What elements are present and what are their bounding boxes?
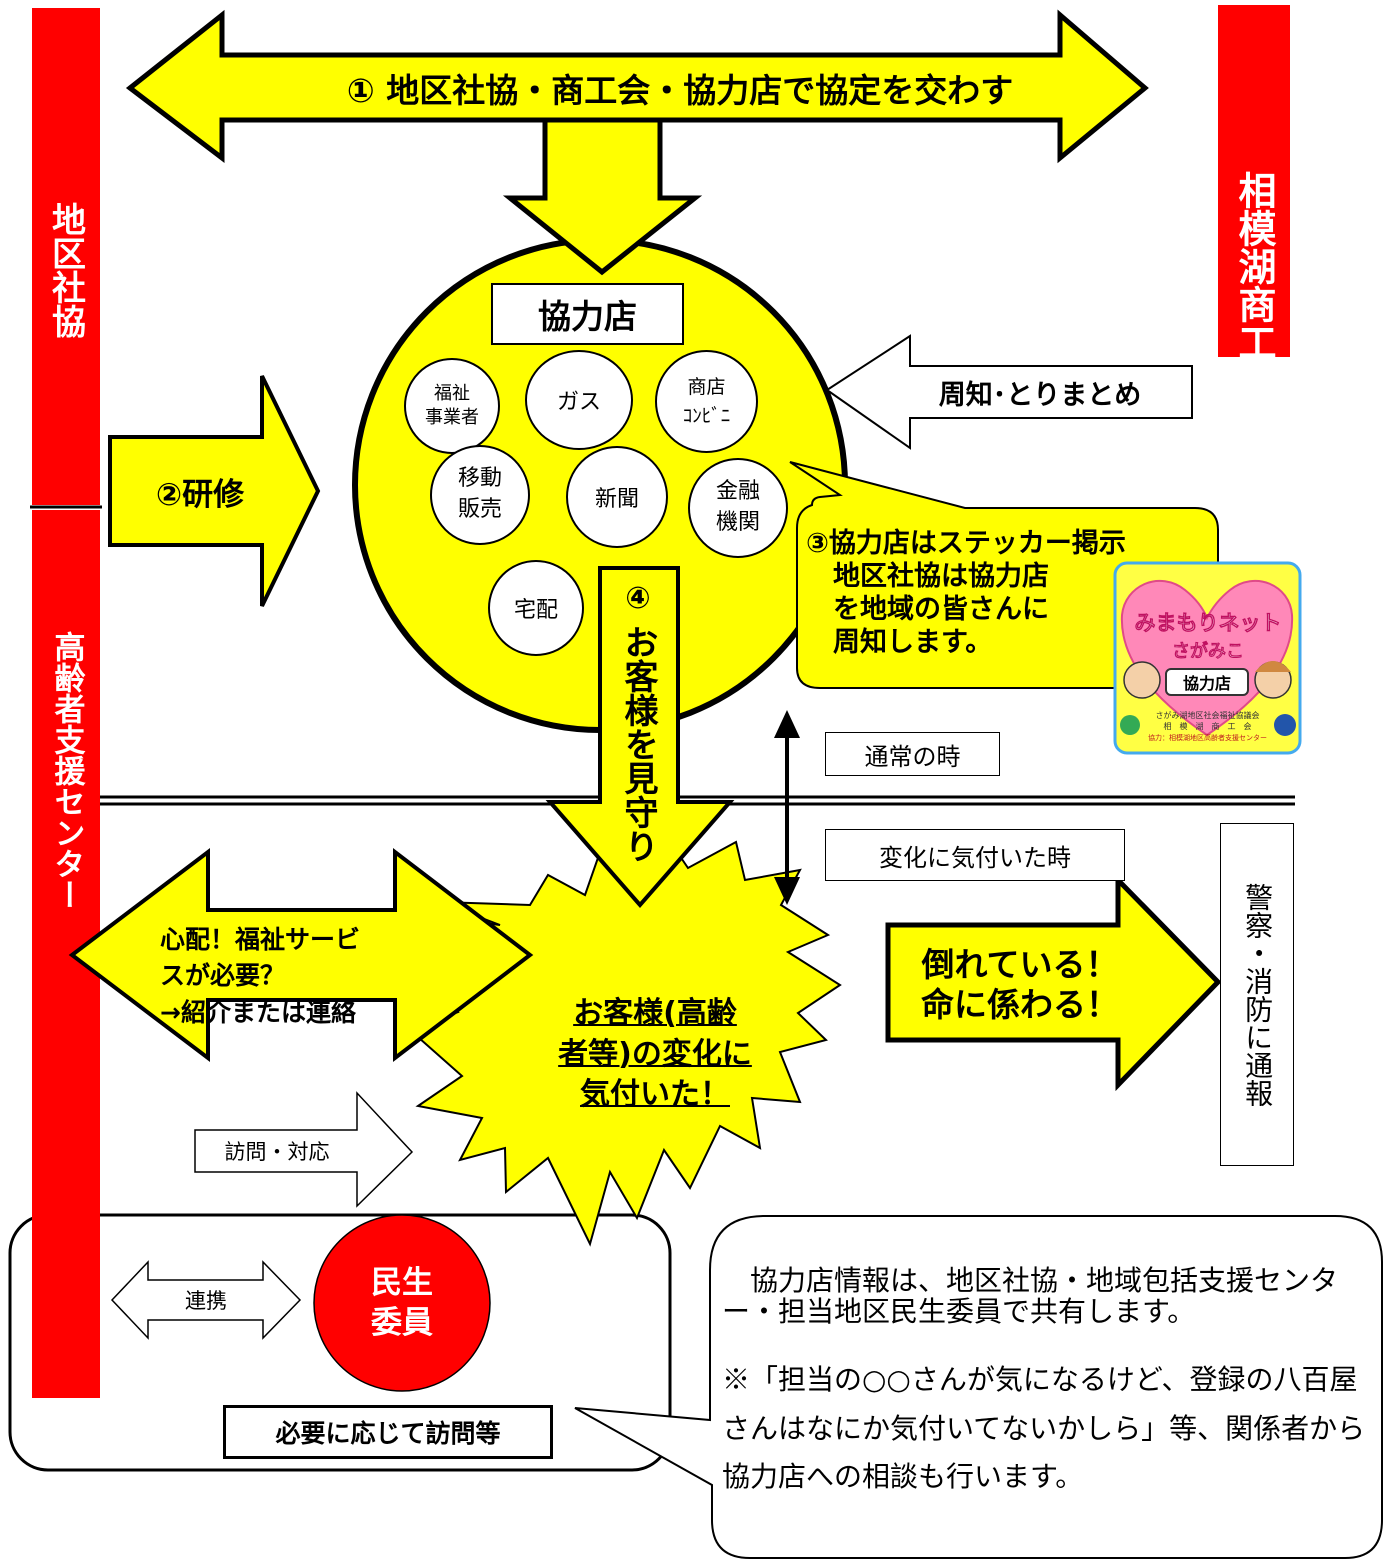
visit-arrow: [194, 1091, 414, 1208]
down-arrow-to-circle: [502, 117, 703, 276]
change-time-label: 変化に気付いた時: [825, 829, 1125, 881]
agreement-label: ① 地区社協・商工会・協力店で協定を交わす: [346, 71, 1014, 110]
left-bar-top: [32, 8, 100, 505]
sticker-badge: 協力店: [1165, 668, 1249, 696]
watch-label: お客様を見守り: [618, 625, 658, 863]
welfare-double-arrow: [68, 847, 534, 1063]
sticker-callout-text: ③協力店はステッカー掲示 地区社協は協力店 を地域の皆さんに 周知します。: [806, 528, 1126, 658]
sticker-subtitle: さがみこ: [1172, 641, 1245, 663]
left-bar-top-label: 地区社協: [45, 202, 86, 338]
circle-title: 協力店: [491, 283, 684, 345]
minsei-visit-box: 必要に応じて訪問等: [223, 1405, 553, 1459]
sticker-title: みまもりネット: [1134, 611, 1282, 636]
agreement-double-arrow: [125, 9, 1149, 164]
shop-store: 商店 ｺﾝﾋﾞﾆ: [655, 350, 758, 453]
notice-label: 周知･とりまとめ: [938, 380, 1142, 411]
minsei-circle: [313, 1214, 491, 1392]
sticker-org1: さがみ湖地区社会福祉協議会: [1155, 710, 1260, 720]
shop-newspaper: 新聞: [566, 446, 668, 548]
watch-number: ④: [625, 580, 651, 616]
sticker-org3: 協力：相模湖地区高齢者支援センター: [1148, 734, 1267, 742]
right-bar-label: 相模湖商工会: [1232, 171, 1276, 399]
shop-gas: ガス: [525, 350, 633, 450]
shop-bank: 金融 機関: [688, 458, 788, 558]
shop-delivery: 宅配: [488, 560, 584, 656]
police-fire-box: 警察・消防に通報: [1220, 823, 1294, 1166]
change-noticed-label: お客様(高齢 者等)の変化に 気付いた！: [558, 996, 752, 1113]
normal-time-label: 通常の時: [825, 732, 1000, 776]
training-label: ②研修: [155, 476, 245, 513]
shop-mobile-sales: 移動 販売: [430, 445, 530, 545]
time-switch-arrow: [774, 710, 800, 905]
sticker-org2: 相 模 湖 商 工 会: [1163, 721, 1252, 731]
cooperation-label: 連携: [185, 1289, 227, 1313]
sticker-image: [1113, 561, 1302, 755]
minsei-label: 民生 委員: [371, 1264, 433, 1341]
emergency-label: 倒れている！ 命に係わる！: [921, 945, 1119, 1024]
welfare-action-label: 心配！福祉サービ スが必要？ →紹介または連絡: [160, 925, 361, 1027]
right-bar: [1218, 5, 1290, 357]
emergency-arrow: [885, 873, 1222, 1092]
shop-welfare: 福祉 事業者: [404, 358, 500, 454]
training-arrow: [108, 375, 321, 607]
cooperation-arrow: [110, 1260, 302, 1340]
info-callout-bubble: [574, 1215, 1383, 1559]
info-callout-p1: 協力店情報は、地区社協・地域包括支援センター・担当地区民生委員で共有します。: [722, 1264, 1339, 1329]
visit-label: 訪問・対応: [224, 1140, 330, 1164]
info-callout-p2: ※「担当の○○さんが気になるけど、登録の八百屋さんはなにか気付いてないかしら」等…: [722, 1363, 1366, 1494]
left-bar-bottom-label: 高齢者支援センター: [48, 630, 85, 910]
notice-arrow: [825, 334, 1193, 450]
watch-arrow: [545, 566, 735, 909]
